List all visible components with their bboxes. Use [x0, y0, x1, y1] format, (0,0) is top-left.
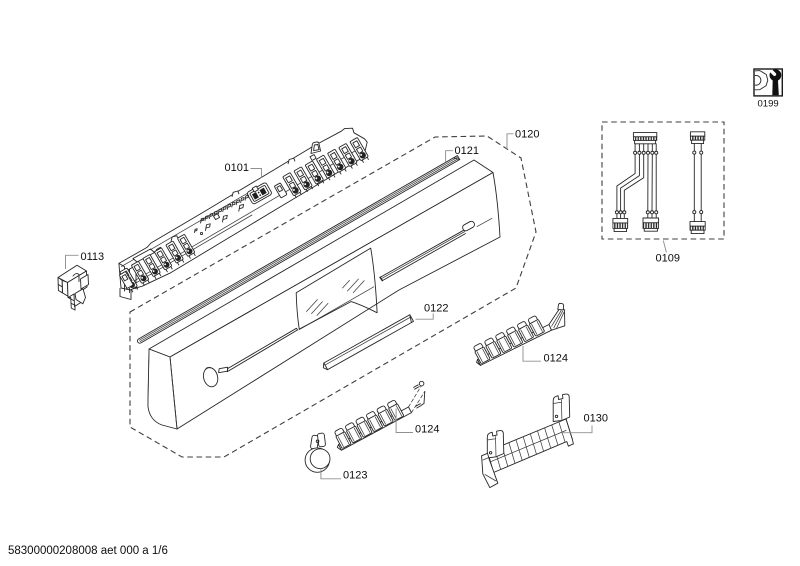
svg-text:0199: 0199 — [758, 99, 779, 110]
svg-text:0101: 0101 — [225, 162, 249, 174]
svg-text:0113: 0113 — [81, 251, 105, 263]
svg-text:0124: 0124 — [415, 424, 439, 436]
svg-text:0109: 0109 — [656, 253, 680, 265]
svg-text:0123: 0123 — [343, 469, 367, 481]
svg-text:0121: 0121 — [455, 145, 479, 157]
svg-text:58300000208008 aet 000 a 1/6: 58300000208008 aet 000 a 1/6 — [8, 545, 168, 557]
svg-text:0130: 0130 — [584, 412, 608, 424]
svg-text:0124: 0124 — [544, 352, 568, 364]
svg-text:0122: 0122 — [424, 302, 448, 314]
svg-text:0120: 0120 — [515, 129, 539, 141]
